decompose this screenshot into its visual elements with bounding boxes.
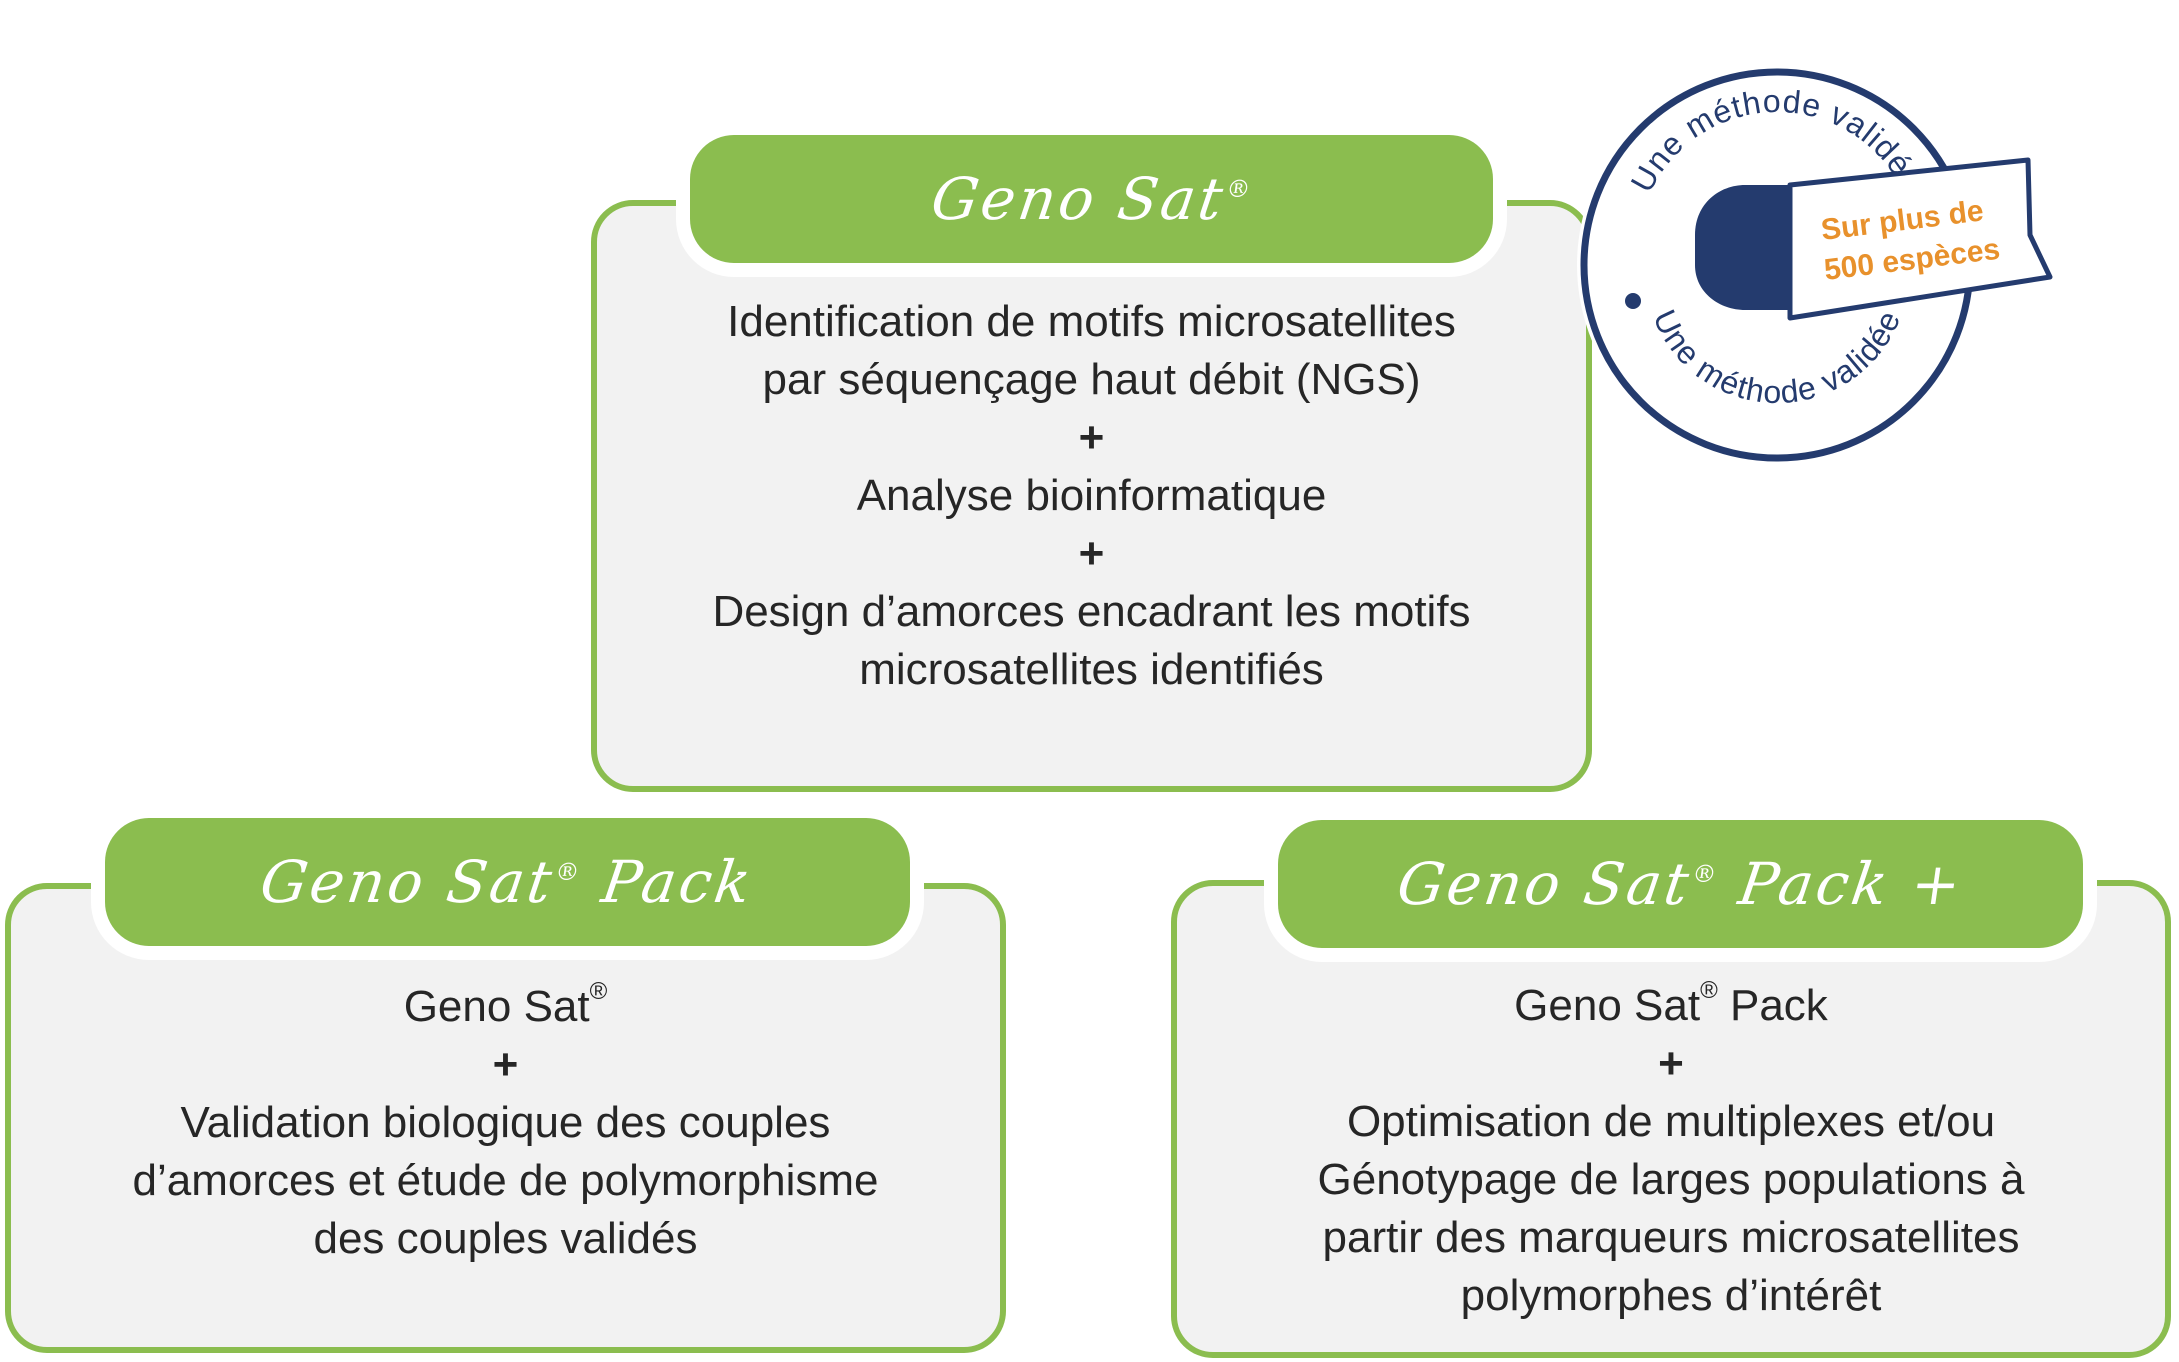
geno-sat-pack-card: [5, 883, 1006, 1353]
geno-sat-card: [591, 200, 1592, 792]
validated-method-stamp: Une méthode validée Une méthode validée …: [1577, 65, 2053, 465]
geno-sat-pack-title-tab: Geno Sat® Pack: [105, 818, 910, 946]
description-line-suffix: Pack: [1717, 981, 1828, 1030]
description-line: Analyse bioinformatique: [856, 471, 1327, 520]
geno-sat-pack-plus-title: Geno Sat: [1393, 850, 1696, 918]
description-line: microsatellites identifiés: [859, 645, 1324, 694]
registered-mark: ®: [589, 978, 608, 1005]
description-line: par séquençage haut débit (NGS): [762, 355, 1421, 404]
plus-sign: +: [1658, 1039, 1684, 1088]
description-line: Geno Sat: [1514, 981, 1701, 1030]
registered-mark: ®: [1690, 860, 1722, 888]
geno-sat-pack-title-suffix: Pack: [576, 848, 759, 916]
geno-sat-title: Geno Sat: [926, 165, 1230, 233]
geno-sat-description: Identification de motifs microsatellites…: [591, 293, 1592, 699]
description-line: Validation biologique des couples: [180, 1098, 831, 1147]
description-line: Optimisation de multiplexes et/ou: [1346, 1097, 1996, 1146]
description-line: polymorphes d’intérêt: [1460, 1271, 1882, 1320]
plus-sign: +: [492, 1040, 519, 1089]
description-line: d’amorces et étude de polymorphisme: [132, 1156, 879, 1205]
geno-sat-title-tab: Geno Sat®: [690, 135, 1493, 263]
registered-mark: ®: [1700, 977, 1718, 1004]
description-line: des couples validés: [313, 1214, 698, 1263]
description-line: Design d’amorces encadrant les motifs: [712, 587, 1471, 636]
stamp-capsule: [1695, 185, 1790, 310]
geno-sat-pack-plus-card: [1171, 880, 2171, 1358]
geno-sat-pack-plus-description: Geno Sat® Pack + Optimisation de multipl…: [1171, 977, 2171, 1325]
plus-sign: +: [1078, 529, 1105, 578]
description-line: Geno Sat: [403, 982, 590, 1031]
description-line: Identification de motifs microsatellites: [727, 297, 1456, 346]
plus-sign: +: [1078, 413, 1105, 462]
geno-sat-pack-plus-title-tab: Geno Sat® Pack +: [1278, 820, 2083, 948]
registered-mark: ®: [1223, 175, 1255, 203]
geno-sat-pack-title: Geno Sat: [256, 848, 560, 916]
description-line: partir des marqueurs microsatellites: [1322, 1213, 2020, 1262]
stamp-dot: [1625, 293, 1641, 309]
description-line: Génotypage de larges populations à: [1317, 1155, 2025, 1204]
geno-sat-pack-description: Geno Sat® + Validation biologique des co…: [5, 978, 1006, 1268]
geno-sat-pack-plus-title-suffix: Pack +: [1713, 850, 1968, 918]
stamp-banner: [1787, 157, 2053, 321]
